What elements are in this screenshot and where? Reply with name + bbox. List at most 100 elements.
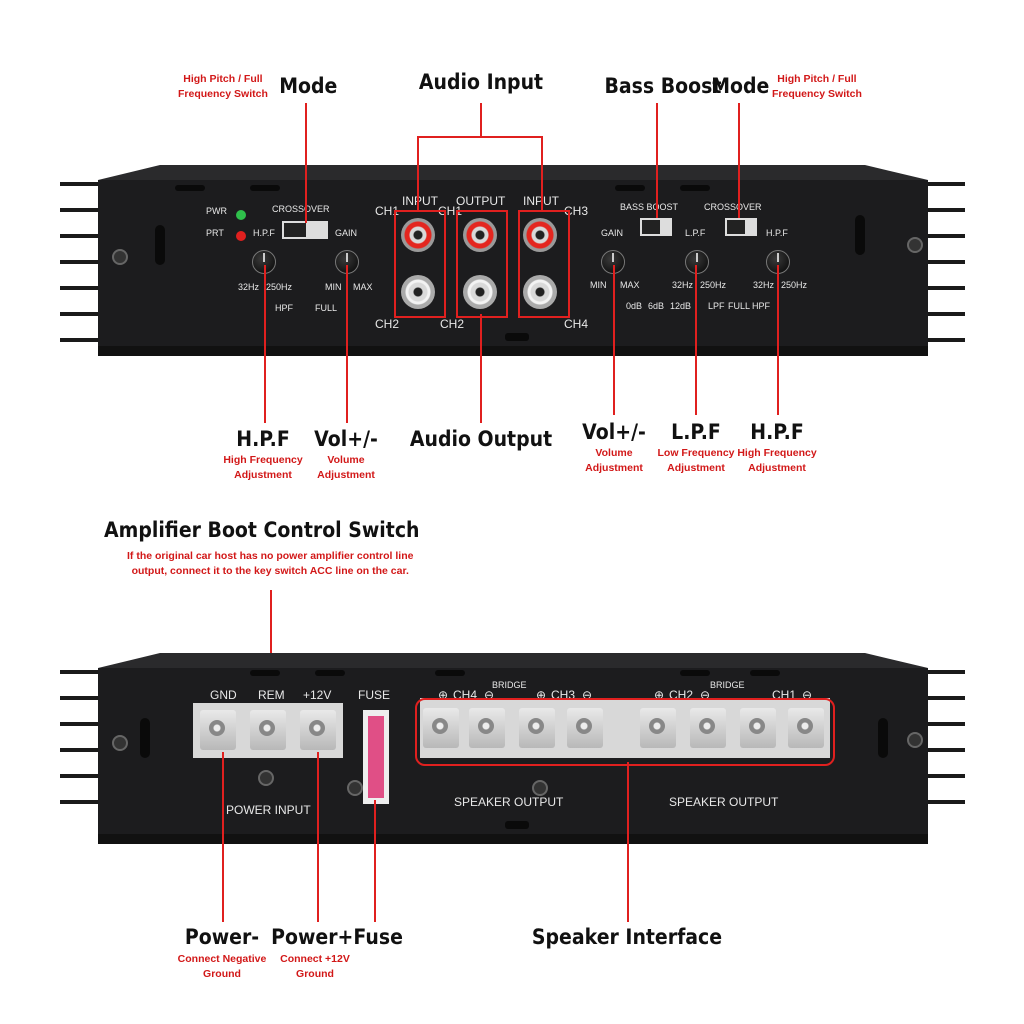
vol-left-sub: Volume Adjustment	[317, 454, 375, 481]
speaker-output-left-label: SPEAKER OUTPUT	[454, 795, 564, 809]
top-amplifier-body	[60, 165, 965, 356]
power-fuse-title: Power+Fuse	[271, 925, 403, 949]
plus-ch2: ⊕	[654, 688, 665, 702]
bass-boost-title: Bass Boost	[604, 74, 722, 98]
hpf-right-label: H.P.F	[766, 228, 788, 238]
12v-label: +12V	[303, 688, 332, 702]
full-label: FULL	[315, 303, 338, 313]
hz250-label: 250Hz	[266, 282, 293, 292]
boot-switch-sub: If the original car host has no power am…	[127, 550, 414, 577]
mode-left-title: Mode	[279, 74, 338, 98]
hz250-right-label: 250Hz	[700, 280, 727, 290]
boot-switch-title: Amplifier Boot Control Switch	[104, 518, 420, 542]
max-label: MAX	[353, 282, 373, 292]
lpf-label: L.P.F	[685, 228, 706, 238]
terminal-ch2-neg[interactable]	[690, 708, 726, 748]
speaker-output-right-label: SPEAKER OUTPUT	[669, 795, 779, 809]
max-right-label: MAX	[620, 280, 640, 290]
rca-input-ch3[interactable]	[523, 218, 557, 252]
hpf-right-title: H.P.F	[750, 420, 804, 444]
output-box	[456, 210, 508, 318]
rca-output-ch1[interactable]	[463, 218, 497, 252]
hpf-bottom-label: HPF	[275, 303, 293, 313]
audio-input-line-mid	[480, 103, 482, 137]
vol-left-title: Vol+/-	[314, 427, 378, 451]
pwr-label: PWR	[206, 206, 227, 216]
hpf-left-title: H.P.F	[236, 427, 290, 451]
audio-input-line-left	[417, 136, 419, 210]
bridge-left-label: BRIDGE	[492, 680, 527, 690]
ch1-label: CH1	[375, 204, 400, 218]
hpf-r2-bottom-label: HPF	[752, 301, 770, 311]
terminal-ch3-pos[interactable]	[519, 708, 555, 748]
mode-left-line	[305, 103, 307, 223]
speaker-interface-title: Speaker Interface	[531, 925, 723, 949]
lpf-title: L.P.F	[671, 420, 721, 444]
top-amplifier: PWR PRT CROSSOVER H.P.F 32Hz 250Hz HPF G…	[60, 160, 965, 360]
lpf-sub: Low Frequency Adjustment	[657, 447, 735, 474]
rca-output-ch2[interactable]	[463, 275, 497, 309]
vol-left-line	[346, 265, 348, 423]
rca-input-ch2[interactable]	[401, 275, 435, 309]
gain-right-label: GAIN	[601, 228, 624, 238]
power-neg-title: Power-	[184, 925, 260, 949]
terminal-ch2-pos[interactable]	[640, 708, 676, 748]
hz32-r2-label: 32Hz	[753, 280, 775, 290]
power-fuse-sub: Connect +12V Ground	[280, 953, 350, 980]
power-pos-line	[317, 752, 319, 922]
mode-right-sub: High Pitch / Full Frequency Switch	[772, 73, 862, 100]
audio-input-title: Audio Input	[418, 70, 544, 94]
hz32-label: 32Hz	[238, 282, 260, 292]
hpf-left-sub: High Frequency Adjustment	[223, 454, 303, 481]
mode-right-title: Mode	[711, 74, 770, 98]
input-right-box	[518, 210, 570, 318]
db12-label: 12dB	[670, 301, 692, 311]
lpf-line	[695, 265, 697, 415]
hpf-left-line	[264, 265, 266, 423]
bass-boost-line	[656, 103, 658, 218]
full-right-label: FULL	[728, 301, 751, 311]
input-left-box	[394, 210, 446, 318]
rem-label: REM	[258, 688, 285, 702]
hz250-r2-label: 250Hz	[781, 280, 808, 290]
terminal-ch4-neg[interactable]	[469, 708, 505, 748]
terminal-ch1-pos[interactable]	[740, 708, 776, 748]
power-neg-line	[222, 752, 224, 922]
hz32-right-label: 32Hz	[672, 280, 694, 290]
lpf-knob[interactable]	[685, 250, 709, 274]
ch3-label: CH3	[564, 204, 589, 218]
crossover-label: CROSSOVER	[272, 204, 330, 214]
terminal-ch4-pos[interactable]	[423, 708, 459, 748]
power-neg-sub: Connect Negative Ground	[177, 953, 267, 980]
terminal-gnd[interactable]	[200, 710, 236, 750]
prt-label: PRT	[206, 228, 224, 238]
rca-input-ch1[interactable]	[401, 218, 435, 252]
vol-right-sub: Volume Adjustment	[585, 447, 643, 474]
mode-left-sub: High Pitch / Full Frequency Switch	[178, 73, 268, 100]
db6-label: 6dB	[648, 301, 665, 311]
minus-ch3: ⊖	[582, 688, 593, 702]
bass-boost-label: BASS BOOST	[620, 202, 679, 212]
min-right-label: MIN	[590, 280, 607, 290]
rca-input-ch4[interactable]	[523, 275, 557, 309]
speaker-line	[627, 762, 629, 922]
crossover-right-label: CROSSOVER	[704, 202, 762, 212]
minus-ch4: ⊖	[484, 688, 495, 702]
vol-right-title: Vol+/-	[582, 420, 646, 444]
minus-ch2: ⊖	[700, 688, 711, 702]
audio-input-line-right	[541, 136, 543, 210]
ch4-label: CH4	[564, 317, 589, 331]
terminal-ch3-neg[interactable]	[567, 708, 603, 748]
gnd-label: GND	[210, 688, 237, 702]
terminal-rem[interactable]	[250, 710, 286, 750]
output-label: OUTPUT	[456, 194, 506, 208]
plus-ch3: ⊕	[536, 688, 547, 702]
hpf-label: H.P.F	[253, 228, 275, 238]
input-label: INPUT	[402, 194, 438, 208]
minus-ch1: ⊖	[802, 688, 813, 702]
terminal-12v[interactable]	[300, 710, 336, 750]
terminal-ch1-neg[interactable]	[788, 708, 824, 748]
fuse-label: FUSE	[358, 688, 391, 702]
audio-output-title: Audio Output	[409, 427, 553, 451]
boot-line	[270, 590, 272, 710]
